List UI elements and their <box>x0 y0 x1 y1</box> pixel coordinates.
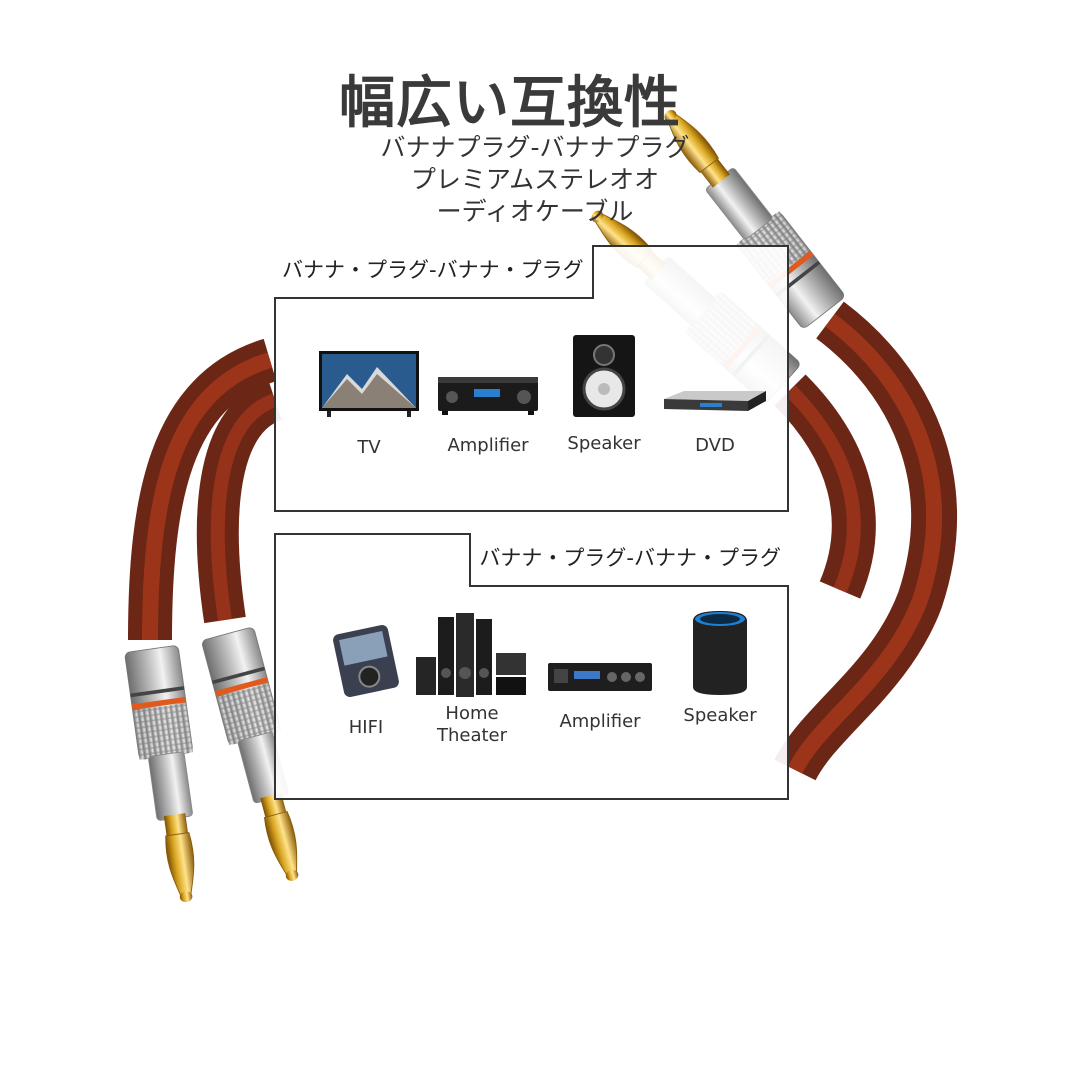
compatibility-panel-top: バナナ・プラグ-バナナ・プラグ TV Amplifier Speaker <box>274 245 789 512</box>
subtitle-line-3: ーディオケーブル <box>436 197 634 226</box>
speaker-icon <box>573 335 635 417</box>
device-amplifier: Amplifier <box>434 367 542 457</box>
device-tv-label: TV <box>357 437 381 458</box>
subtitle: バナナプラグ-バナナプラグ プレミアムステレオオ ーディオケーブル <box>330 132 740 228</box>
smart-speaker-icon <box>693 611 747 695</box>
device-speaker: Speaker <box>552 333 656 455</box>
device-hifi: HIFI <box>320 623 412 739</box>
amplifier-icon <box>548 663 652 691</box>
banana-plug-bottom-left <box>124 644 215 907</box>
device-home-theater: Home Theater <box>412 613 532 747</box>
device-home-theater-label-line1: Home <box>445 703 499 724</box>
device-smart-speaker-label: Speaker <box>683 705 757 726</box>
device-amplifier-2-label: Amplifier <box>559 711 641 732</box>
device-speaker-label: Speaker <box>567 433 641 454</box>
subtitle-line-2: プレミアムステレオオ <box>410 165 660 194</box>
device-tv: TV <box>314 349 424 459</box>
subtitle-line-1: バナナプラグ-バナナプラグ <box>380 133 690 162</box>
hifi-player-icon <box>333 624 399 698</box>
device-dvd-label: DVD <box>695 435 735 456</box>
device-amplifier-2: Amplifier <box>544 659 656 733</box>
headline: 幅広い互換性 <box>339 71 681 136</box>
tv-icon <box>319 351 419 417</box>
dvd-player-icon <box>664 391 766 411</box>
device-hifi-label: HIFI <box>348 717 384 738</box>
device-smart-speaker: Speaker <box>672 607 768 727</box>
home-theater-icon <box>416 613 526 697</box>
amplifier-icon <box>438 377 538 415</box>
panel-top-label: バナナ・プラグ-バナナ・プラグ <box>274 245 594 299</box>
device-amplifier-label: Amplifier <box>447 435 529 456</box>
compatibility-panel-bottom: バナナ・プラグ-バナナ・プラグ HIFI Home Theater <box>274 533 789 800</box>
device-home-theater-label-line2: Theater <box>436 725 508 746</box>
device-dvd: DVD <box>660 387 770 457</box>
panel-bottom-label: バナナ・プラグ-バナナ・プラグ <box>469 533 789 587</box>
